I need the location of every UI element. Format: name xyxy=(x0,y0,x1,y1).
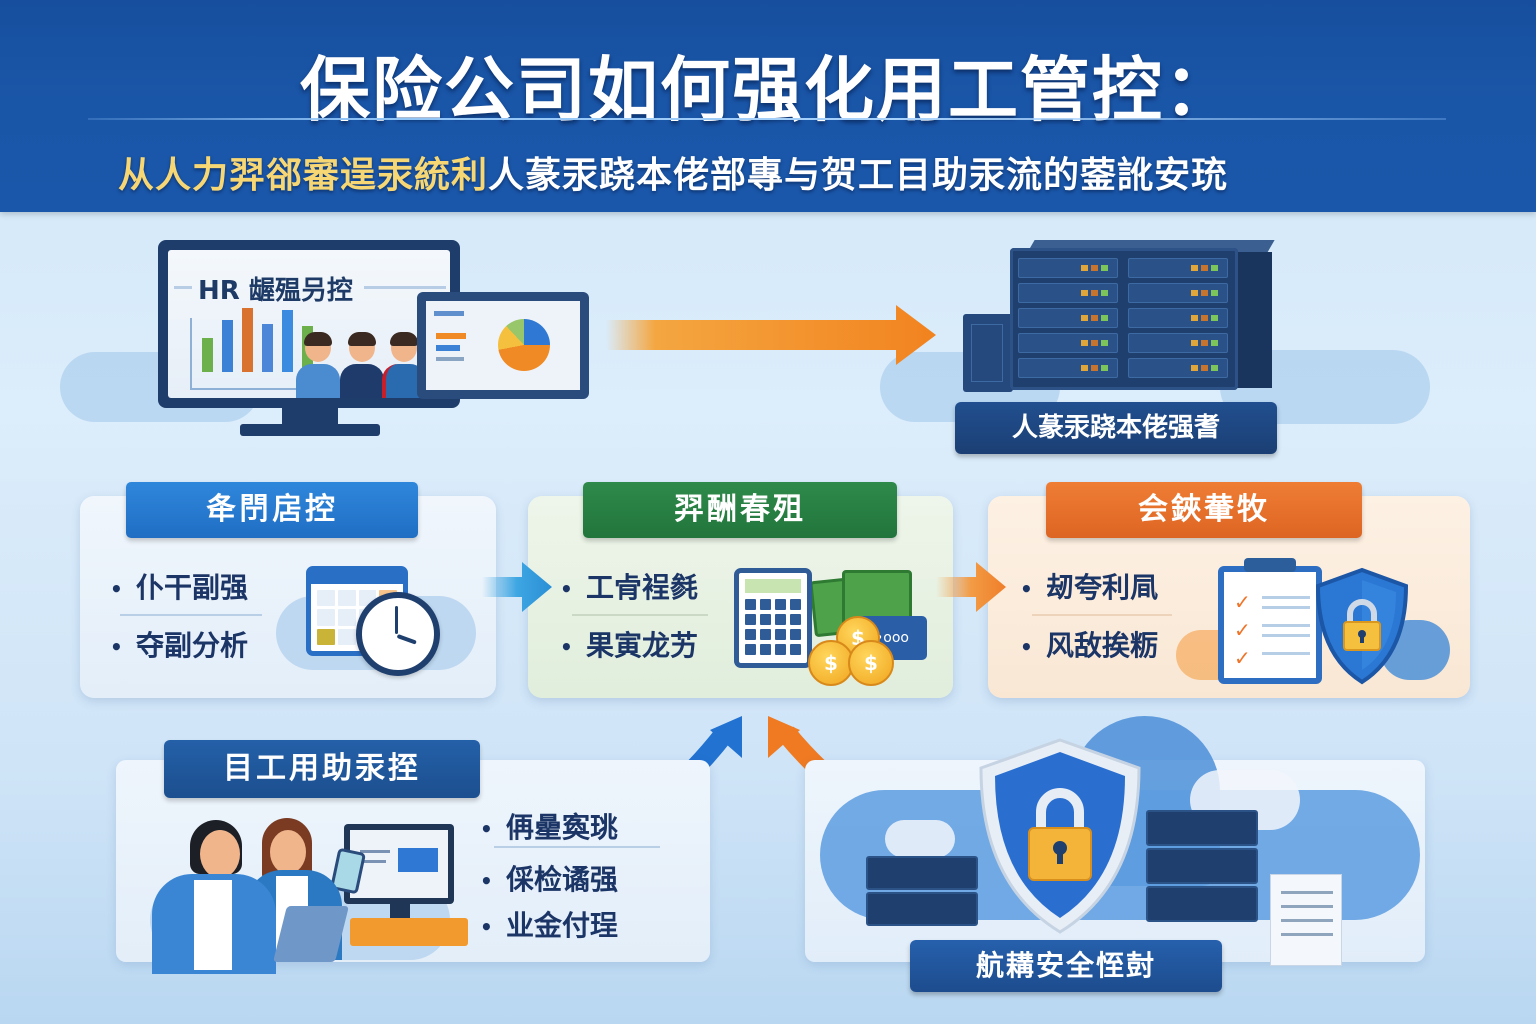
server-drive-slot xyxy=(1128,283,1228,303)
chart-bar xyxy=(202,338,213,372)
shield-lock-icon xyxy=(1315,567,1409,685)
coin-icon: $ xyxy=(848,640,894,686)
server-drive-slot xyxy=(1128,258,1228,278)
monitor-stand xyxy=(282,406,338,426)
server-drive-slot xyxy=(1018,308,1118,328)
server-drive-slot xyxy=(1128,308,1228,328)
subtitle-rest: 人蒃汞跷本佬部專与贺工目助汞流的蓥訛安珫 xyxy=(488,155,1229,196)
server-unit xyxy=(1146,848,1258,884)
card-compliance-tag: 会鋏輂牧 xyxy=(1046,482,1362,538)
list-item: 风敌挨粝 xyxy=(1020,624,1158,664)
hr-dashboard-monitor: HR 龌殟叧控 xyxy=(158,240,460,408)
title-divider xyxy=(88,118,1446,120)
server-unit xyxy=(866,856,978,890)
server-drive-slot xyxy=(1018,283,1118,303)
subtitle-highlight: 从人力羿郤審逞汞統利 xyxy=(118,155,489,196)
list-item: 侢曐寏珧 xyxy=(480,806,618,846)
flow-arrow-right-icon xyxy=(606,305,936,365)
cloud-decoration xyxy=(885,820,955,858)
card-self-service-tag: 目工用助汞挃 xyxy=(164,740,480,798)
server-unit xyxy=(1146,886,1258,922)
header-banner xyxy=(0,0,1536,212)
server-unit xyxy=(1146,810,1258,846)
person-figure xyxy=(296,332,340,398)
flow-arrow-right-icon xyxy=(936,562,1006,612)
server-drive-slot xyxy=(1018,358,1118,378)
list-item: 工肻裎毵 xyxy=(560,566,698,606)
mini-server-icon xyxy=(963,314,1013,392)
divider xyxy=(1032,614,1172,616)
server-drive-slot xyxy=(1128,333,1228,353)
bar-chart-axes xyxy=(190,318,326,390)
tablet-dashboard xyxy=(417,292,589,399)
title-line xyxy=(364,286,446,289)
title-line xyxy=(174,286,192,289)
server-drive-slot xyxy=(1018,333,1118,353)
person-face xyxy=(270,830,306,874)
security-shield-lock-icon xyxy=(979,738,1141,934)
list-item: 业金付珵 xyxy=(480,904,618,944)
server-label: 人蒃汞跷本佬强耆 xyxy=(955,402,1277,454)
list-item: 仆干副强 xyxy=(110,566,248,606)
divider xyxy=(494,846,660,848)
divider xyxy=(572,614,708,616)
chart-bar xyxy=(282,310,293,372)
server-side xyxy=(1236,252,1272,388)
chart-bar xyxy=(262,324,273,372)
list-item: 夺副分析 xyxy=(110,624,248,664)
flow-arrow-right-icon xyxy=(482,562,552,612)
person-face xyxy=(200,830,240,878)
person-shirt xyxy=(194,880,232,970)
security-label: 航耩安全恎尌 xyxy=(910,940,1222,992)
divider xyxy=(120,614,262,616)
clock-icon xyxy=(356,592,440,676)
page-title: 保险公司如何强化用工管控： xyxy=(300,49,1236,131)
clipboard-clip xyxy=(1244,558,1296,572)
calculator-icon xyxy=(734,568,812,668)
server-drive-slot xyxy=(1018,258,1118,278)
clipboard-checklist-icon: ✓ ✓ ✓ xyxy=(1218,566,1322,684)
list-item: 刼夸利凬 xyxy=(1020,566,1158,606)
server-unit xyxy=(866,892,978,926)
document-icon xyxy=(1270,874,1342,966)
card-attendance-tag: 夅閅扂控 xyxy=(126,482,418,538)
monitor-base xyxy=(240,424,380,436)
page-subtitle: 从人力羿郤審逞汞統利人蒃汞跷本佬部專与贺工目助汞流的蓥訛安珫 xyxy=(118,146,1228,198)
chart-bar xyxy=(222,320,233,372)
pc-stand xyxy=(390,902,410,920)
server-rack-icon xyxy=(1010,248,1238,390)
pie-chart-icon xyxy=(498,319,550,371)
list-item: 果寅龙艻 xyxy=(560,624,698,664)
server-drive-slot xyxy=(1128,358,1228,378)
chart-bar xyxy=(242,308,253,372)
person-figure xyxy=(340,332,384,398)
desk xyxy=(350,918,468,946)
card-payroll-tag: 羿酬春殂 xyxy=(583,482,897,538)
list-item: 倸检谲强 xyxy=(480,858,618,898)
monitor-title: HR 龌殟叧控 xyxy=(198,276,353,306)
